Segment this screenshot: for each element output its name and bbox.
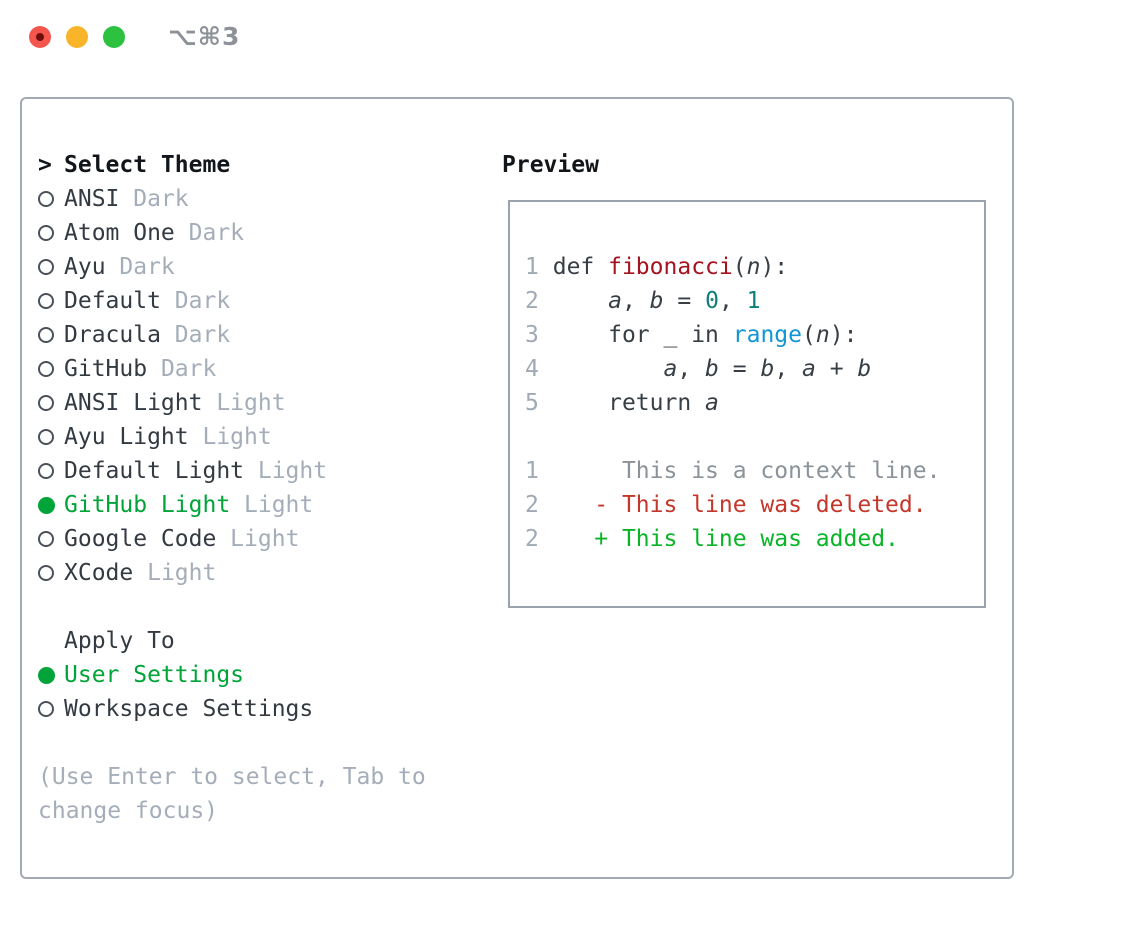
theme-option-ayu[interactable]: Ayu Dark <box>38 250 327 284</box>
radio-icon <box>38 225 64 241</box>
radio-icon <box>38 429 64 445</box>
preview-title: Preview <box>502 152 599 178</box>
apply-option-label: User Settings <box>64 662 245 688</box>
usage-hint-line-1: (Use Enter to select, Tab to <box>38 764 426 790</box>
apply-option-workspace-settings[interactable]: Workspace Settings <box>38 692 313 726</box>
theme-name: Google Code <box>64 526 217 552</box>
apply-to-title: Apply To <box>64 628 175 654</box>
code-line: 2 - This line was deleted. <box>525 492 927 518</box>
theme-option-github[interactable]: GitHub Dark <box>38 352 327 386</box>
theme-variant: Light <box>133 560 217 586</box>
prompt-icon: > <box>38 152 52 178</box>
theme-name: ANSI Light <box>64 390 203 416</box>
theme-variant: Light <box>202 390 286 416</box>
radio-icon <box>38 293 64 309</box>
keyboard-shortcut-label: ⌥⌘3 <box>168 22 241 51</box>
usage-hint: (Use Enter to select, Tab to change focu… <box>38 760 426 828</box>
theme-option-ayu-light[interactable]: Ayu Light Light <box>38 420 327 454</box>
theme-option-atom-one[interactable]: Atom One Dark <box>38 216 327 250</box>
code-line: 2 a, b = 0, 1 <box>525 288 761 314</box>
theme-name: GitHub <box>64 356 148 382</box>
theme-variant: Light <box>244 458 328 484</box>
apply-option-user-settings[interactable]: User Settings <box>38 658 313 692</box>
theme-list-title: Select Theme <box>64 152 231 178</box>
code-line: 4 a, b = b, a + b <box>525 356 872 382</box>
theme-name: Atom One <box>64 220 175 246</box>
code-line: 1 def fibonacci(n): <box>525 254 789 280</box>
theme-option-default[interactable]: Default Dark <box>38 284 327 318</box>
zoom-button[interactable] <box>103 26 125 48</box>
minimize-button[interactable] <box>66 26 88 48</box>
theme-option-default-light[interactable]: Default Light Light <box>38 454 327 488</box>
theme-variant: Light <box>216 526 300 552</box>
theme-option-google-code[interactable]: Google Code Light <box>38 522 327 556</box>
theme-name: XCode <box>64 560 134 586</box>
theme-name: ANSI <box>64 186 120 212</box>
theme-variant: Dark <box>105 254 175 280</box>
theme-name: GitHub Light <box>64 492 231 518</box>
theme-option-xcode[interactable]: XCode Light <box>38 556 327 590</box>
theme-variant: Dark <box>160 288 231 314</box>
apply-to-header: Apply To <box>38 624 313 658</box>
code-line: 3 for _ in range(n): <box>525 322 858 348</box>
theme-variant: Dark <box>160 322 231 348</box>
theme-variant: Light <box>230 492 314 518</box>
theme-option-ansi-light[interactable]: ANSI Light Light <box>38 386 327 420</box>
code-line: 5 return a <box>525 390 719 416</box>
theme-option-github-light[interactable]: GitHub Light Light <box>38 488 327 522</box>
theme-variant: Dark <box>119 186 189 212</box>
close-button-dot-icon <box>36 33 44 41</box>
usage-hint-line-2: change focus) <box>38 798 219 824</box>
code-line: 1 This is a context line. <box>525 458 941 484</box>
theme-name: Ayu Light <box>64 424 189 450</box>
radio-selected-icon <box>38 496 64 514</box>
theme-name: Default Light <box>64 458 245 484</box>
code-line <box>525 420 940 454</box>
radio-icon <box>38 361 64 377</box>
radio-selected-icon <box>38 666 64 684</box>
apply-option-label: Workspace Settings <box>64 696 314 722</box>
code-line: 2 + This line was added. <box>525 526 899 552</box>
theme-list-header: > Select Theme <box>38 148 327 182</box>
theme-variant: Dark <box>147 356 217 382</box>
radio-icon <box>38 191 64 207</box>
theme-variant: Light <box>188 424 272 450</box>
preview-pane: 1 def fibonacci(n): 2 a, b = 0, 1 3 for _ … <box>508 200 986 608</box>
theme-name: Dracula <box>64 322 161 348</box>
theme-option-ansi[interactable]: ANSI Dark <box>38 182 327 216</box>
theme-name: Ayu <box>64 254 106 280</box>
radio-icon <box>38 259 64 275</box>
window-controls <box>29 26 125 48</box>
preview-code: 1 def fibonacci(n): 2 a, b = 0, 1 3 for _ … <box>525 250 940 556</box>
radio-icon <box>38 463 64 479</box>
theme-name: Default <box>64 288 161 314</box>
radio-icon <box>38 701 64 717</box>
theme-variant: Dark <box>174 220 245 246</box>
radio-icon <box>38 327 64 343</box>
radio-icon <box>38 531 64 547</box>
radio-icon <box>38 395 64 411</box>
theme-option-dracula[interactable]: Dracula Dark <box>38 318 327 352</box>
radio-icon <box>38 565 64 581</box>
close-button[interactable] <box>29 26 51 48</box>
